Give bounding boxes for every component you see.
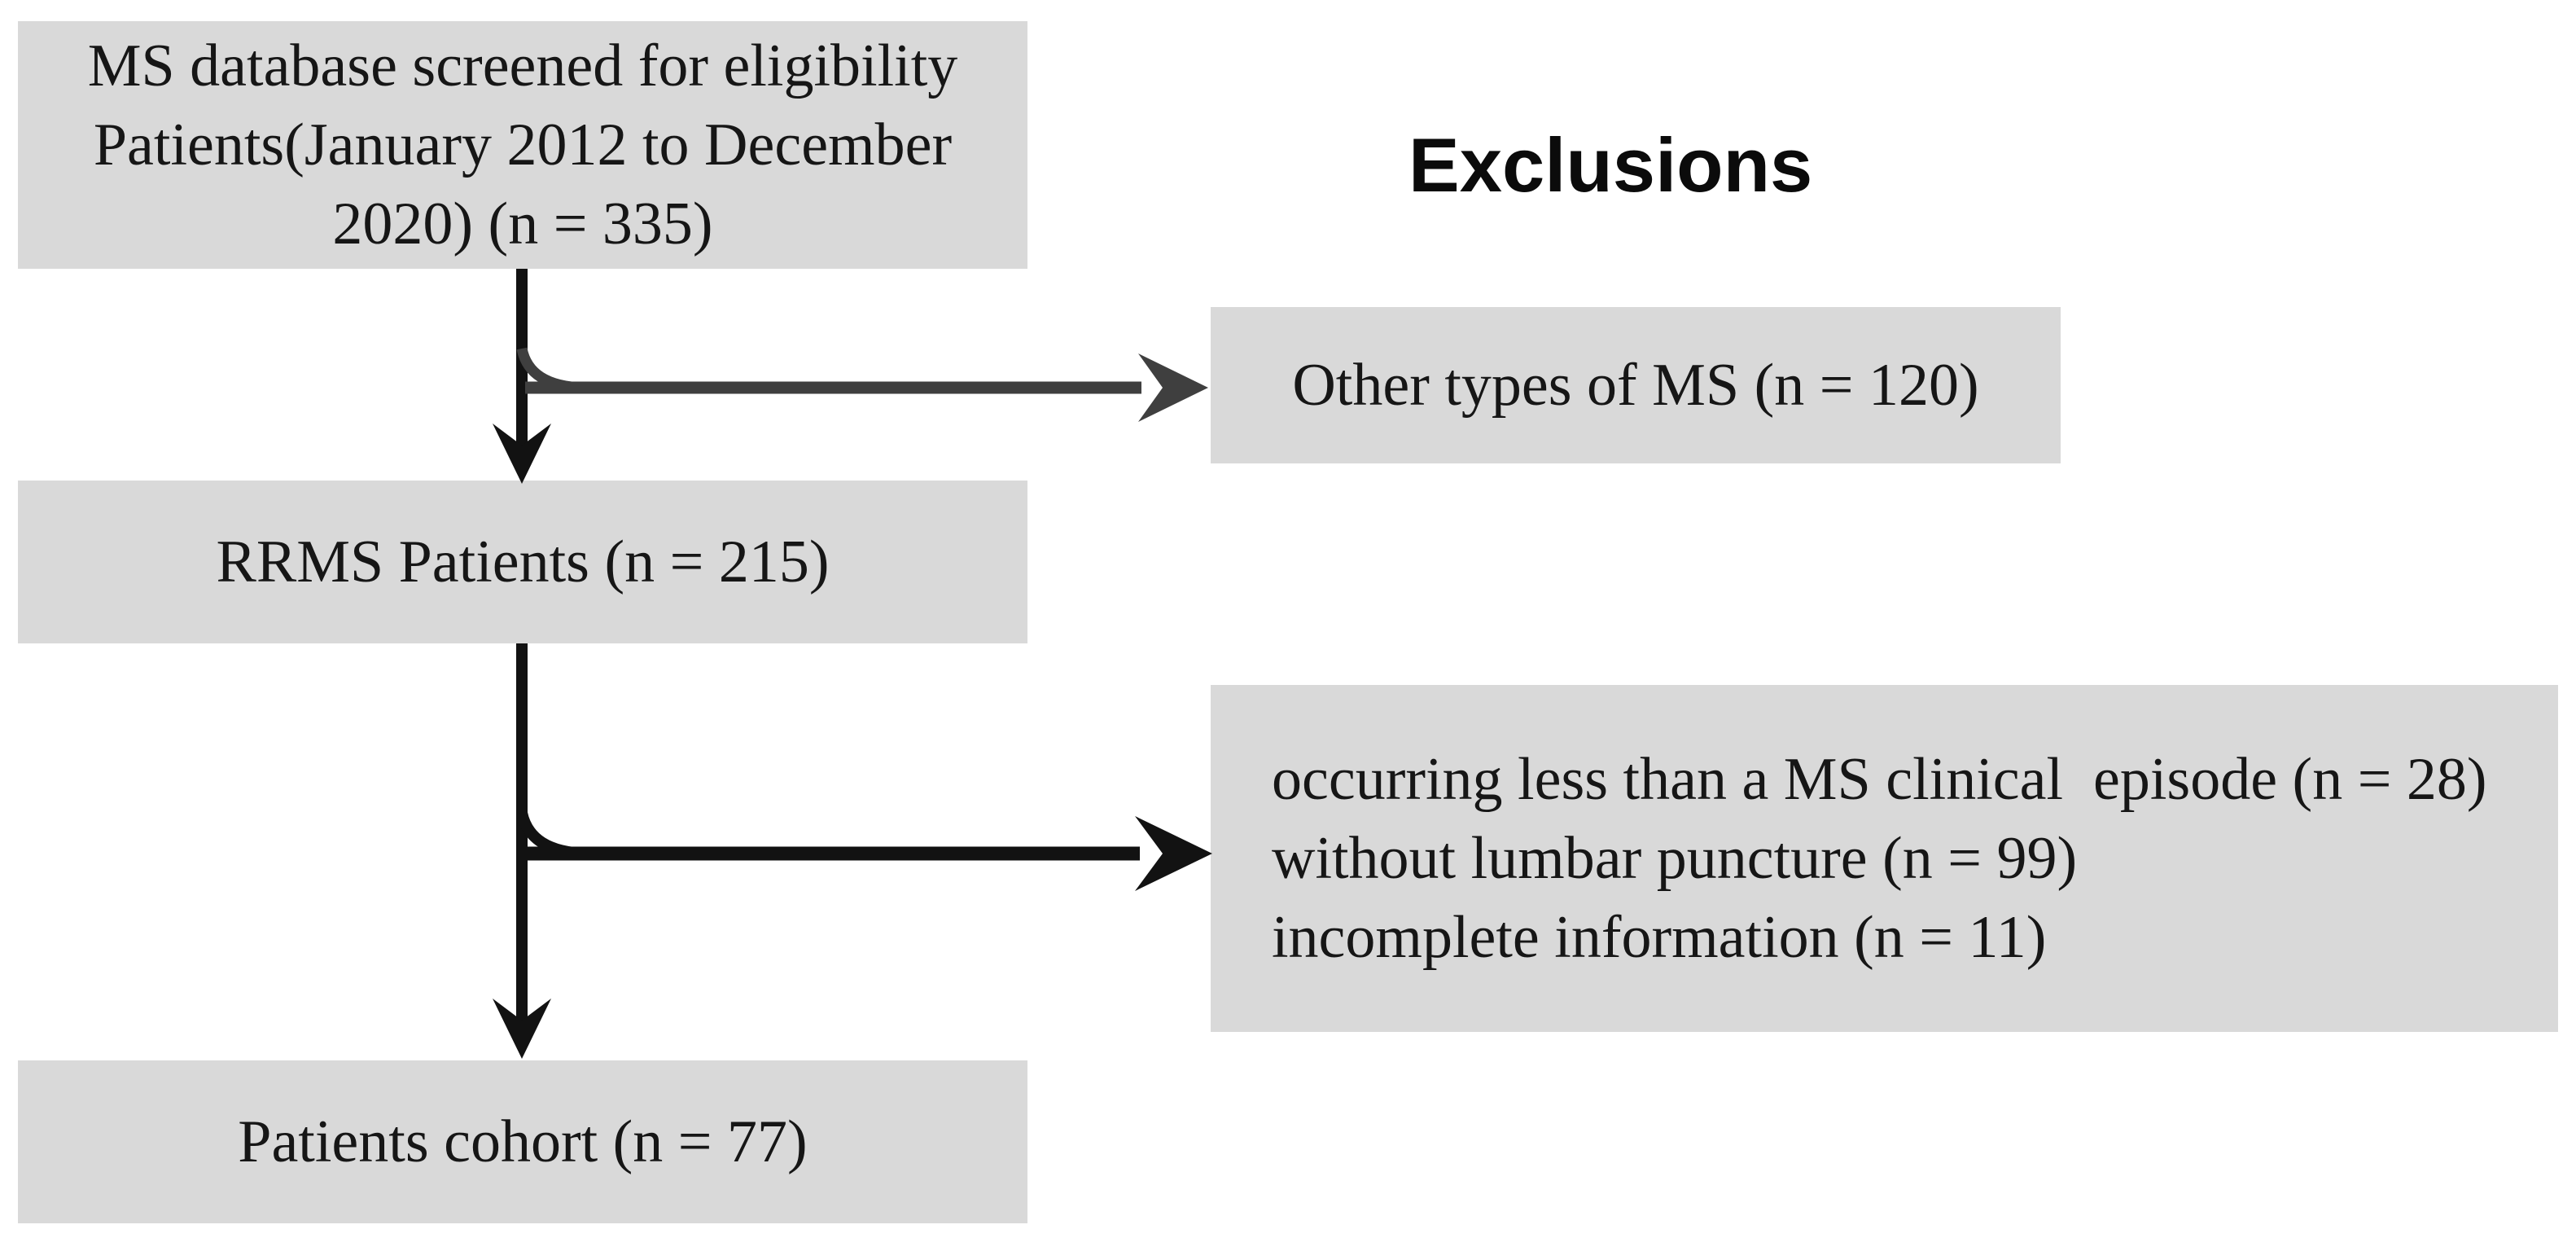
box-exclusion-other-ms: Other types of MS (n = 120) [1211,307,2061,463]
box-patients-cohort: Patients cohort (n = 77) [18,1060,1027,1223]
box-exclusion-criteria-line-3: incomplete information (n = 11) [1272,903,2047,971]
box-screened-line-3: 2020) (n = 335) [332,190,713,257]
arrow-to-criteria-exclusion [516,811,1212,891]
box-cohort-line-1: Patients cohort (n = 77) [238,1108,808,1175]
box-exclusion-criteria-line-2: without lumbar puncture (n = 99) [1272,824,2078,892]
box-rrms-line-1: RRMS Patients (n = 215) [216,528,830,595]
box-exclusion-other-ms-line-1: Other types of MS (n = 120) [1292,351,1979,419]
arrow-screened-to-rrms [493,269,551,484]
box-screened-line-2: Patients(January 2012 to December [93,111,953,178]
box-screened-line-1: MS database screened for eligibility [87,32,958,99]
box-exclusion-criteria: occurring less than a MS clinical episod… [1211,685,2558,1032]
exclusions-heading: Exclusions [1408,122,1813,208]
arrow-rrms-to-cohort [493,643,551,1059]
box-rrms-patients: RRMS Patients (n = 215) [18,481,1027,643]
box-exclusion-criteria-line-1: occurring less than a MS clinical episod… [1272,745,2487,813]
box-screened: MS database screened for eligibility Pat… [18,21,1027,269]
arrow-to-other-ms-exclusion [516,347,1208,422]
